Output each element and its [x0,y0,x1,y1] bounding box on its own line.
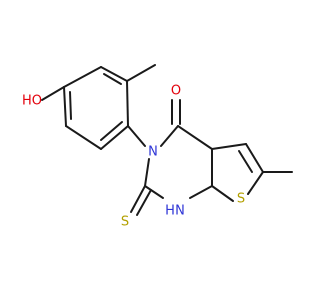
carbonyl-oxygen-label: O [171,84,181,99]
pyrimidinone-ring-bonds [130,99,213,216]
hydroxyl-label: HO [22,94,42,109]
thiophene-sulfur-label: S [237,192,245,207]
nh-hydrogen-label: H [165,204,175,219]
thiophene-ring-bonds [211,143,293,202]
nh-nitrogen-label: N [175,204,185,219]
molecule-structure: HO O N H N S S [22,64,293,230]
ring-nitrogen-label: N [148,145,158,160]
hydroxyphenyl-ring-bonds [41,64,156,150]
thiocarbonyl-sulfur-label: S [121,215,129,230]
